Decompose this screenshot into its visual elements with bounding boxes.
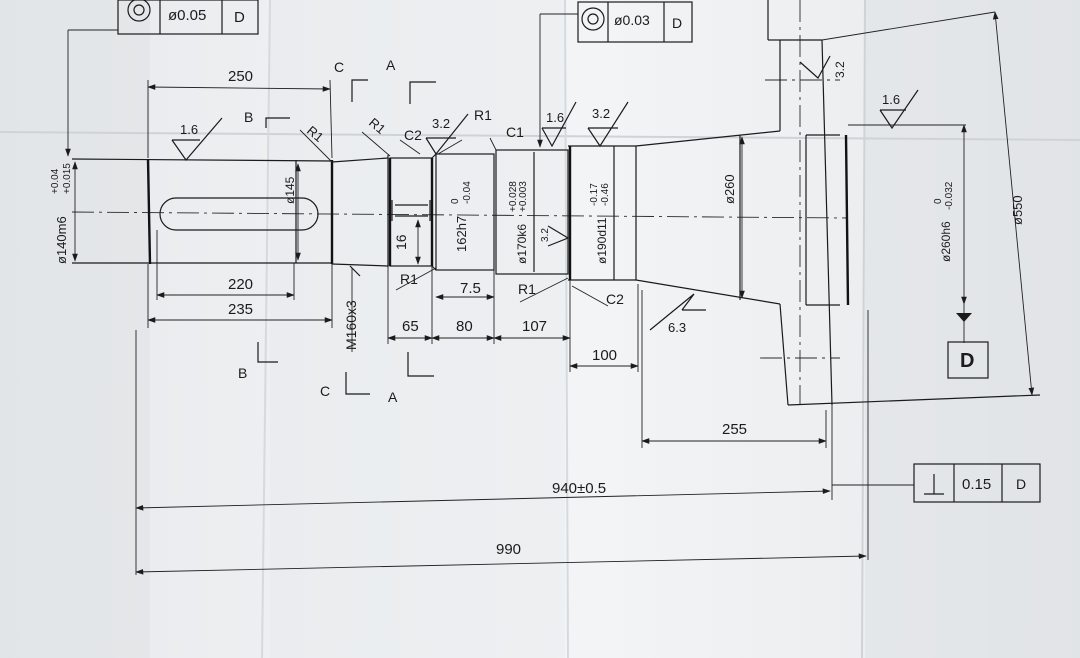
dia-170-lower: +0.003 bbox=[518, 181, 529, 212]
roughness-1-6: 1.6 bbox=[882, 92, 900, 107]
dim-7-5: 7.5 bbox=[460, 280, 481, 297]
roughness-1-6: 1.6 bbox=[180, 122, 198, 137]
roughness-3-2: 3.2 bbox=[833, 61, 847, 78]
section-markers bbox=[257, 79, 436, 395]
roughness-3-2: 3.2 bbox=[540, 228, 551, 242]
dia-162-upper: 0 bbox=[450, 198, 461, 204]
chamfer-c2: C2 bbox=[606, 291, 624, 307]
dim-65: 65 bbox=[402, 318, 419, 335]
roughness-symbols bbox=[171, 55, 919, 331]
dia-260h6-upper: 0 bbox=[933, 198, 944, 204]
leaders bbox=[299, 129, 609, 352]
radius-r1: R1 bbox=[400, 271, 418, 287]
paper-crease bbox=[861, 0, 866, 658]
dia-260h6-base: ø260h6 bbox=[939, 221, 953, 262]
dim-940: 940±0.5 bbox=[552, 480, 606, 497]
roughness-3-2: 3.2 bbox=[432, 116, 450, 131]
section-b-bottom: B bbox=[238, 365, 247, 381]
centre-line bbox=[71, 211, 849, 219]
frame-tolerance: ø0.03 bbox=[614, 12, 650, 28]
horizontal-dimensions bbox=[135, 79, 869, 575]
section-a-bottom: A bbox=[388, 389, 398, 405]
dia-140-upper: +0.04 bbox=[50, 168, 61, 194]
dia-170-upper: +0.028 bbox=[508, 181, 519, 212]
roughness-1-6: 1.6 bbox=[546, 110, 564, 125]
frame-tolerance: 0.15 bbox=[962, 476, 991, 493]
dim-16: 16 bbox=[393, 234, 409, 250]
dia-140-base: ø140m6 bbox=[54, 216, 69, 264]
roughness-labels: 1.6 3.2 1.6 3.2 3.2 6.3 3.2 1.6 bbox=[180, 61, 900, 335]
paper-crease bbox=[261, 0, 271, 658]
dim-990: 990 bbox=[496, 541, 521, 558]
section-b-top: B bbox=[244, 109, 253, 125]
dia-170-base: ø170k6 bbox=[515, 224, 529, 264]
chamfer-c1: C1 bbox=[506, 124, 524, 140]
section-a-top: A bbox=[386, 57, 396, 73]
datum-letter: D bbox=[960, 350, 974, 372]
diameter-tolerance-labels: ø140m6 +0.04 +0.015 162h7 0 -0.04 ø170k6… bbox=[50, 163, 955, 264]
chamfer-c2: C2 bbox=[404, 127, 422, 143]
radius-r1: R1 bbox=[518, 281, 536, 297]
frame-datum: D bbox=[672, 15, 682, 31]
dim-235: 235 bbox=[228, 301, 253, 318]
roughness-6-3: 6.3 bbox=[668, 320, 686, 335]
feature-frame-top-middle: ø0.03 D bbox=[577, 1, 693, 43]
paper-fold-shade bbox=[270, 0, 565, 658]
dim-107: 107 bbox=[522, 318, 547, 335]
dim-m160: M160x3 bbox=[343, 300, 359, 350]
vertical-dimensions bbox=[65, 11, 1035, 486]
dia-190-lower: -0.46 bbox=[600, 183, 611, 206]
section-c-bottom: C bbox=[320, 383, 330, 399]
frame-datum: D bbox=[234, 9, 245, 26]
section-letters: B B C C A A bbox=[238, 57, 398, 405]
dia-140-lower: +0.015 bbox=[62, 163, 73, 194]
dim-d550: ø550 bbox=[1010, 195, 1025, 225]
dia-162-base: 162h7 bbox=[454, 216, 469, 252]
dia-162-lower: -0.04 bbox=[462, 181, 473, 204]
dim-100: 100 bbox=[592, 347, 617, 364]
dimension-labels: 250 220 235 65 80 107 7.5 100 255 940±0.… bbox=[228, 68, 1025, 558]
paper-crease bbox=[564, 0, 569, 658]
roughness-3-2: 3.2 bbox=[592, 106, 610, 121]
datum-box: D bbox=[947, 341, 989, 379]
feature-frame-perpendicularity: 0.15 D bbox=[913, 463, 1041, 503]
dia-190-base: ø190d11 bbox=[595, 217, 609, 264]
frame-datum: D bbox=[1016, 476, 1026, 492]
section-c-top: C bbox=[334, 59, 344, 75]
feature-frame-top-left: ø0.05 D bbox=[117, 0, 259, 35]
dim-255: 255 bbox=[722, 421, 747, 438]
dia-190-upper: -0.17 bbox=[589, 183, 600, 206]
dia-260h6-lower: -0.032 bbox=[944, 181, 955, 210]
dim-d145: ø145 bbox=[283, 176, 297, 204]
dim-220: 220 bbox=[228, 276, 253, 293]
paper-fold-shade bbox=[0, 0, 150, 658]
dim-d260: ø260 bbox=[722, 174, 737, 204]
frame-tolerance: ø0.05 bbox=[168, 7, 206, 24]
dim-250: 250 bbox=[228, 68, 253, 85]
radius-r1: R1 bbox=[474, 107, 492, 123]
dim-80: 80 bbox=[456, 318, 473, 335]
